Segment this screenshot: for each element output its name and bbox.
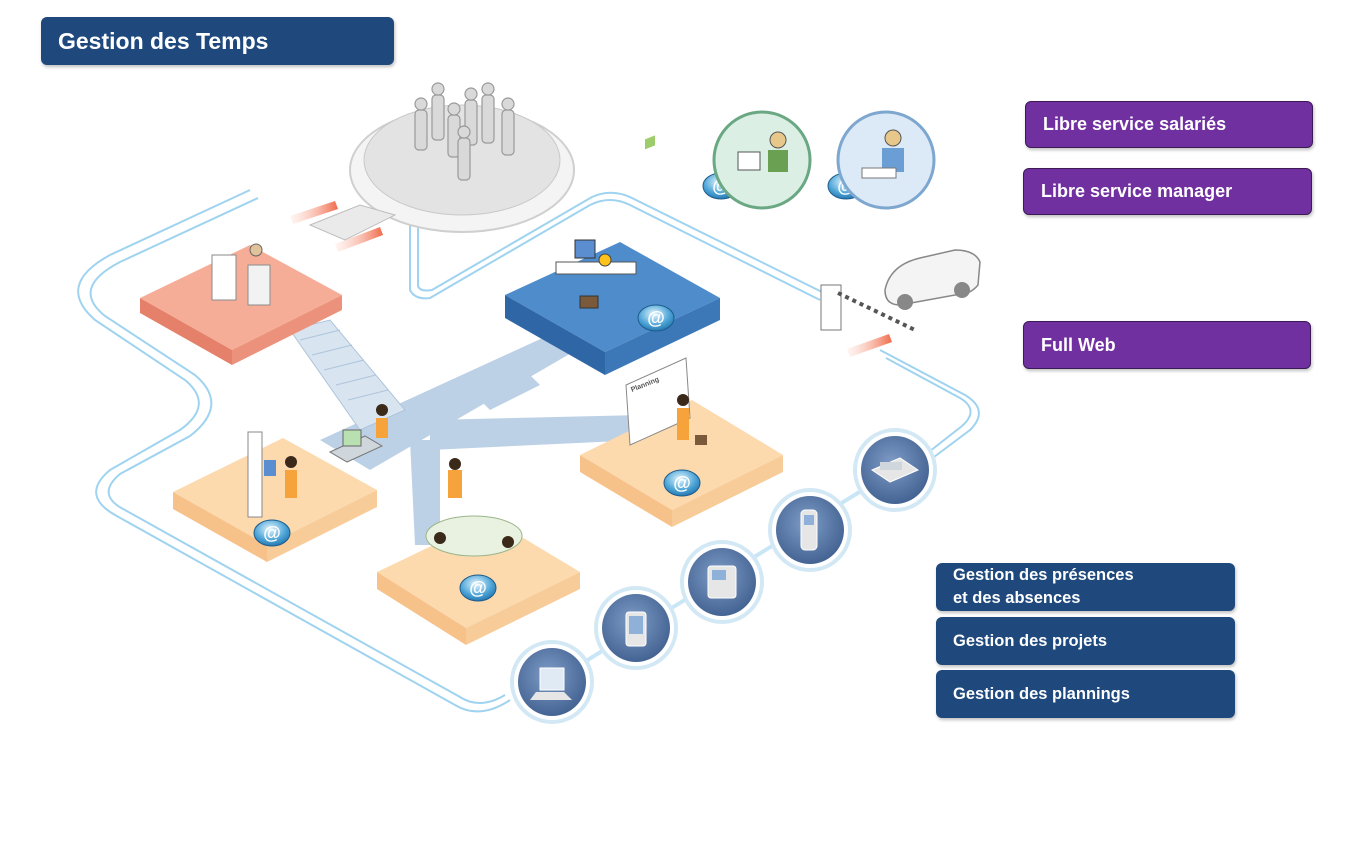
presence-absence-line2: et des absences (953, 589, 1081, 607)
badge-terminal-platform (140, 243, 342, 365)
crowd-platform (308, 82, 575, 241)
web-badges: @ @ @ @ @ @ (253, 172, 865, 602)
full-web-label: Full Web (1023, 321, 1311, 369)
office-platform (505, 239, 720, 375)
wall-panel-platform (173, 431, 377, 562)
pda-icon (594, 586, 678, 670)
entry-arrows (290, 201, 892, 357)
manager-self-service-illustration (836, 110, 936, 210)
at-icon: @ (637, 304, 675, 332)
ip-phone-icon (680, 540, 764, 624)
employee-self-service-illustration (712, 110, 812, 210)
at-icon: @ (459, 574, 497, 602)
network-path (77, 189, 980, 713)
car-illustration (884, 249, 981, 310)
at-symbol: @ (673, 473, 691, 493)
presence-absence-label: Gestion des présences et des absences (936, 563, 1235, 611)
staircase (289, 319, 406, 431)
at-icon: @ (253, 519, 291, 547)
laptop-icon (510, 640, 594, 724)
badge-terminal-icon (768, 488, 852, 572)
at-symbol: @ (263, 523, 281, 543)
fax-phone-icon (853, 428, 937, 512)
device-circles (510, 428, 937, 724)
parking-barrier (820, 284, 916, 332)
plannings-label: Gestion des plannings (936, 670, 1235, 718)
page-title: Gestion des Temps (41, 17, 394, 65)
employee-self-service-label: Libre service salariés (1025, 101, 1313, 148)
delivery-cart (328, 404, 388, 463)
planning-platform: Planning (580, 135, 783, 527)
meeting-platform (377, 458, 580, 645)
manager-self-service-label: Libre service manager (1023, 168, 1312, 215)
projects-label: Gestion des projets (936, 617, 1235, 665)
at-symbol: @ (647, 308, 665, 328)
at-icon: @ (663, 469, 701, 497)
at-symbol: @ (469, 578, 487, 598)
presence-absence-line1: Gestion des présences (953, 566, 1134, 584)
